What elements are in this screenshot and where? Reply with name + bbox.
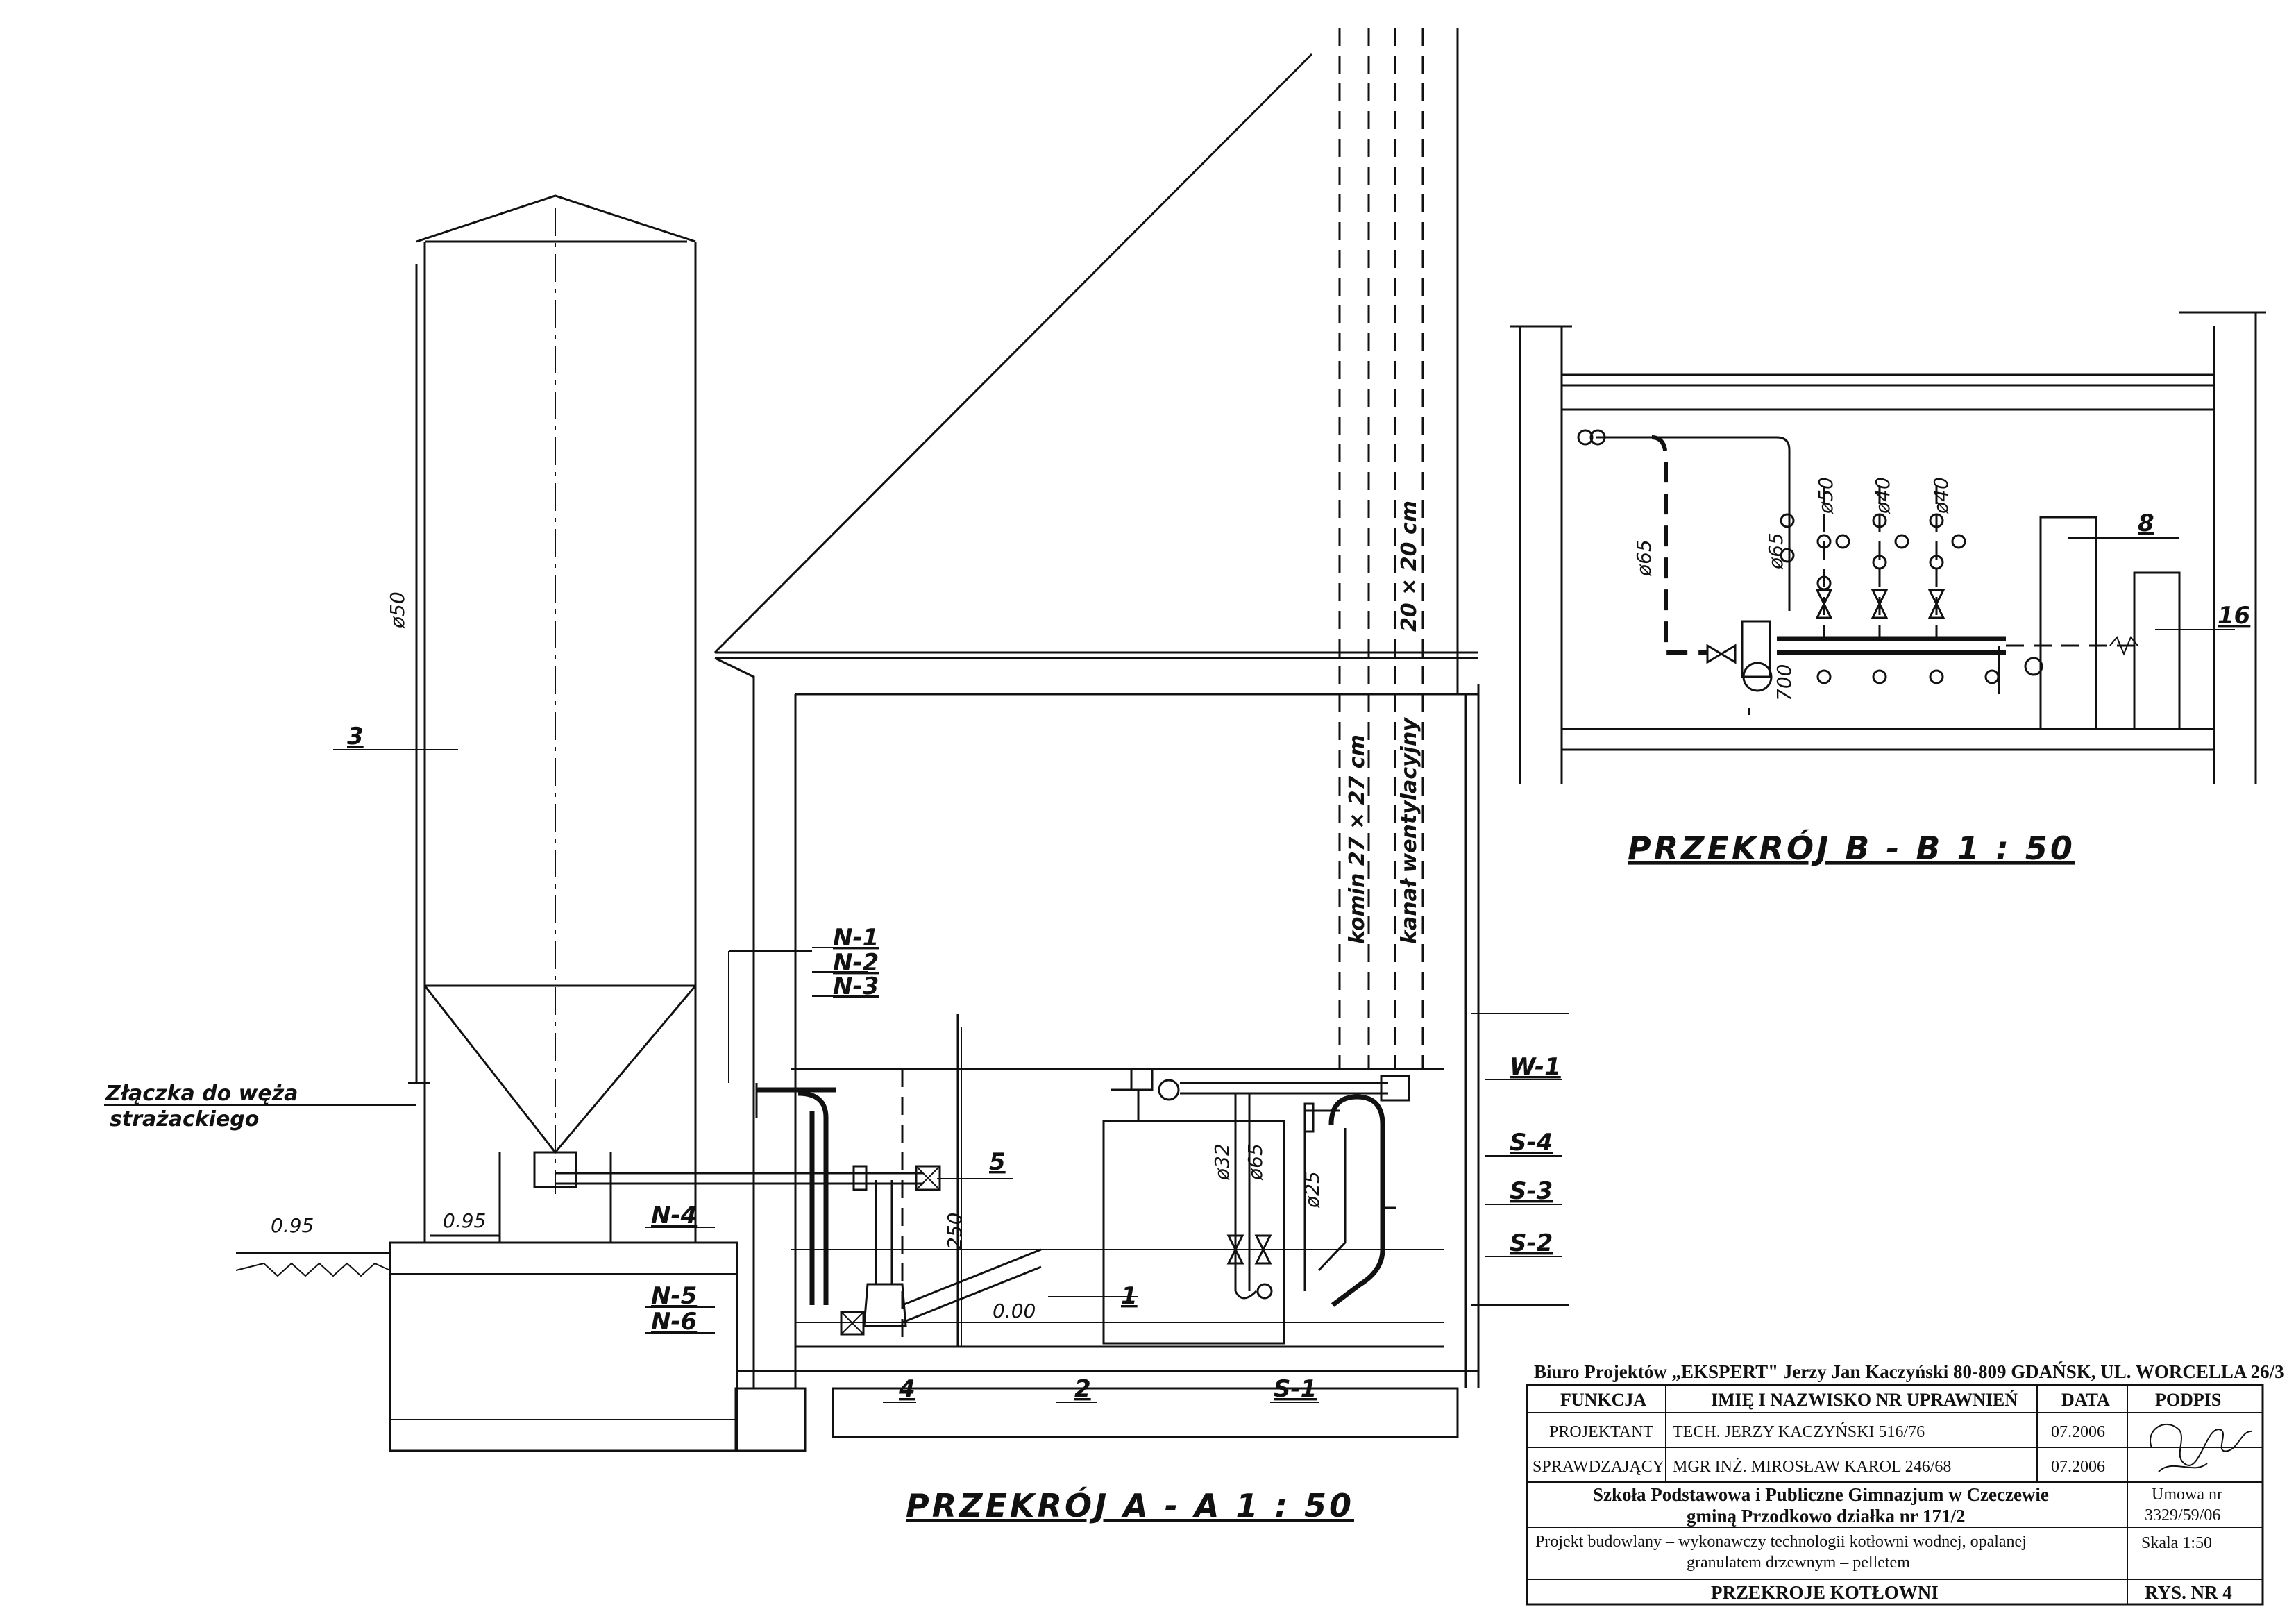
silo (408, 194, 697, 1243)
label-level-mid: 0.95 (443, 1209, 486, 1232)
section-b-title: PRZEKRÓJ B - B 1 : 50 (1628, 830, 2075, 867)
label-s2: S-2 (1510, 1229, 1553, 1257)
tb-header-name: IMIĘ I NAZWISKO NR UPRAWNIEŃ (1711, 1390, 2018, 1410)
label-s3: S-3 (1510, 1177, 1553, 1205)
tb-header-function: FUNKCJA (1560, 1390, 1646, 1410)
title-block: Biuro Projektów „EKSPERT" Jerzy Jan Kacz… (1526, 1361, 2284, 1606)
tb-school-line2: gminą Przodkowo działka nr 171/2 (1687, 1506, 1966, 1527)
boiler-room-building (714, 53, 1569, 1452)
tb-contract-no: 3329/59/06 (2145, 1506, 2220, 1524)
label-item-5: 5 (989, 1148, 1006, 1176)
label-d25: ø25 (1301, 1171, 1324, 1209)
label-ventilation-duct: kanał wentylacyjny (1397, 717, 1421, 944)
tb-row1-date: 07.2006 (2051, 1423, 2105, 1441)
label-hose-connector-2: strażackiego (110, 1107, 259, 1132)
label-b-item-8: 8 (2138, 510, 2154, 537)
label-chimney: komin 27 × 27 cm (1345, 734, 1369, 944)
signature (2150, 1423, 2253, 1466)
label-b-d40-b: ø40 (1930, 477, 1952, 514)
label-item-2: 2 (1074, 1375, 1091, 1403)
label-s1: S-1 (1274, 1375, 1317, 1403)
tb-contract-label: Umowa nr (2152, 1486, 2222, 1504)
label-b-d50: ø50 (1814, 477, 1837, 514)
chimney (1338, 28, 1459, 1069)
label-d65: ø65 (1244, 1143, 1267, 1181)
label-n5: N-5 (651, 1282, 697, 1310)
label-level-zero: 0.00 (993, 1300, 1036, 1322)
tb-header-date: DATA (2061, 1390, 2110, 1410)
label-s4: S-4 (1510, 1129, 1553, 1157)
label-item-4: 4 (898, 1375, 915, 1403)
label-n4: N-4 (651, 1202, 697, 1229)
tb-school-line1: Szkoła Podstawowa i Publiczne Gimnazjum … (1593, 1484, 2049, 1505)
label-n6: N-6 (651, 1308, 697, 1336)
section-a-title: PRZEKRÓJ A - A 1 : 50 (906, 1487, 1354, 1524)
label-n2: N-2 (833, 949, 879, 977)
tb-project-line2: granulatem drzewnym – pelletem (1687, 1554, 1910, 1572)
tb-scale: Skala 1:50 (2141, 1534, 2212, 1552)
section-b-b: ø65 ø65 ø50 ø40 ø40 700 8 16 PRZEKRÓJ B … (1510, 311, 2266, 867)
boiler (1102, 1068, 1410, 1345)
tb-row2-name: MGR INŻ. MIROSŁAW KAROL 246/68 (1673, 1458, 1951, 1476)
tb-row1-function: PROJEKTANT (1549, 1423, 1653, 1441)
label-b-d65-main: ø65 (1632, 539, 1655, 577)
tb-row2-function: SPRAWDZAJĄCY (1533, 1458, 1664, 1476)
label-ventilation-size: 20 × 20 cm (1397, 501, 1421, 632)
label-w1: W-1 (1510, 1053, 1561, 1081)
label-b-dim-700: 700 (1773, 664, 1796, 701)
label-silo-pipe-diameter: ø50 (386, 591, 409, 629)
title-block-office: Biuro Projektów „EKSPERT" Jerzy Jan Kacz… (1534, 1361, 2284, 1382)
tb-drawing-title: PRZEKROJE KOTŁOWNI (1711, 1582, 1939, 1603)
silo-foundation (235, 1234, 738, 1452)
label-level-left: 0.95 (271, 1214, 314, 1237)
leader-lines-a (104, 749, 1562, 1403)
label-b-d40-a: ø40 (1871, 477, 1894, 514)
label-silo: 3 (347, 723, 364, 750)
fuel-feeder (555, 1014, 1042, 1347)
label-hose-connector-1: Złączka do węża (105, 1082, 298, 1106)
label-item-1: 1 (1121, 1282, 1138, 1310)
riser-valves (1780, 486, 2138, 694)
tb-drawing-number: RYS. NR 4 (2145, 1582, 2232, 1603)
label-b-item-16: 16 (2218, 602, 2250, 630)
label-d32: ø32 (1210, 1143, 1233, 1181)
label-n3: N-3 (833, 973, 879, 1000)
section-a-a: 3 ø50 Złączka do węża strażackiego 0.95 … (104, 28, 1569, 1524)
tb-header-signature: PODPIS (2155, 1390, 2221, 1410)
label-dimension-250: 250 (943, 1213, 966, 1250)
label-n1: N-1 (833, 924, 879, 952)
tb-project-line1: Projekt budowlany – wykonawczy technolog… (1535, 1533, 2027, 1551)
label-b-d65-branch: ø65 (1764, 532, 1787, 570)
tb-row1-name: TECH. JERZY KACZYŃSKI 516/76 (1673, 1423, 1925, 1441)
tb-row2-date: 07.2006 (2051, 1458, 2105, 1476)
